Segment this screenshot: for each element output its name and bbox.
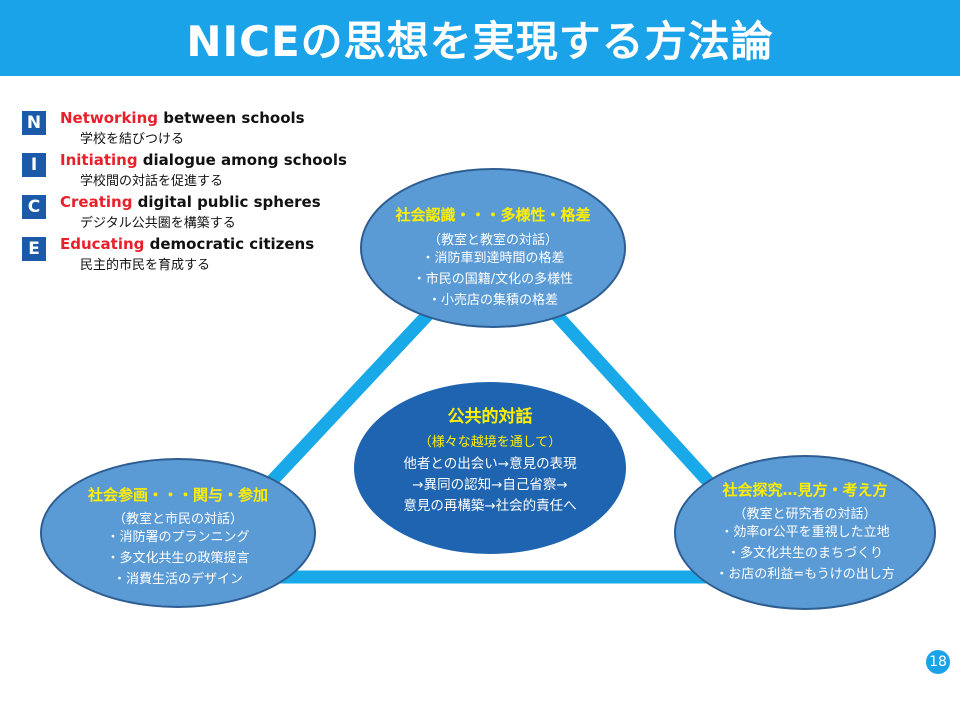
ellipse-item: ・市民の国籍/文化の多様性	[412, 272, 574, 287]
ellipse-heading: 社会探究…見方・考え方	[722, 481, 888, 499]
ellipse-item: ・小売店の集積の格差	[427, 293, 558, 308]
legend-rest: democratic citizens	[144, 235, 315, 253]
page-number-badge: 18	[926, 650, 950, 674]
legend-japanese: 民主的市民を育成する	[80, 258, 211, 273]
legend-letter-c: C	[22, 195, 46, 219]
triangle-outline	[167, 235, 810, 584]
legend-japanese: 学校間の対話を促進する	[80, 174, 224, 189]
ellipse-item: ・消防署のプランニング	[106, 530, 250, 545]
legend-keyword: Creating	[60, 193, 133, 211]
ellipse-subheading: （教室と市民の対話）	[112, 512, 243, 527]
right-ellipse-social-inquiry: 社会探究…見方・考え方 （教室と研究者の対話） ・効率or公平を重視した立地 ・…	[674, 455, 936, 610]
legend-japanese: 学校を結びつける	[80, 132, 185, 147]
top-ellipse-social-recognition: 社会認識・・・多様性・格差 （教室と教室の対話） ・消防車到達時間の格差 ・市民…	[360, 168, 626, 328]
legend-keyword: Networking	[60, 109, 158, 127]
title-bar: NICEの思想を実現する方法論	[0, 0, 960, 76]
legend-keyword: Initiating	[60, 151, 138, 169]
ellipse-item: ・お店の利益=もうけの出し方	[715, 567, 895, 582]
ellipse-item: ・消費生活のデザイン	[112, 572, 243, 587]
legend-row-e: E Educating democratic citizens 民主的市民を育成…	[22, 235, 382, 277]
legend-english: Creating digital public spheres	[60, 193, 321, 211]
legend-rest: between schools	[158, 109, 305, 127]
legend-english: Networking between schools	[60, 109, 305, 127]
legend-row-n: N Networking between schools 学校を結びつける	[22, 109, 382, 151]
legend-english: Educating democratic citizens	[60, 235, 314, 253]
left-ellipse-social-participation: 社会参画・・・関与・参加 （教室と市民の対話） ・消防署のプランニング ・多文化…	[40, 458, 316, 608]
legend-keyword: Educating	[60, 235, 145, 253]
ellipse-item: ・効率or公平を重視した立地	[720, 525, 890, 540]
legend-letter-e: E	[22, 237, 46, 261]
ellipse-heading: 社会認識・・・多様性・格差	[395, 206, 591, 224]
ellipse-item: ・多文化共生のまちづくり	[726, 546, 883, 561]
center-subheading: （様々な越境を通して）	[418, 435, 562, 450]
center-item: 他者との出会い→意見の表現	[403, 456, 577, 472]
legend-rest: digital public spheres	[132, 193, 321, 211]
legend-rest: dialogue among schools	[137, 151, 347, 169]
ellipse-subheading: （教室と研究者の対話）	[733, 507, 877, 522]
center-item: 意見の再構築→社会的責任へ	[403, 498, 577, 514]
legend-japanese: デジタル公共圏を構築する	[80, 216, 236, 231]
legend-row-i: I Initiating dialogue among schools 学校間の…	[22, 151, 382, 193]
ellipse-heading: 社会参画・・・関与・参加	[87, 486, 268, 504]
ellipse-item: ・多文化共生の政策提言	[106, 551, 250, 566]
center-item: →異同の認知→自己省察→	[412, 477, 568, 493]
page-title: NICEの思想を実現する方法論	[186, 16, 774, 66]
nice-legend: N Networking between schools 学校を結びつける I …	[22, 109, 382, 277]
ellipse-subheading: （教室と教室の対話）	[427, 233, 558, 248]
center-heading: 公共的対話	[447, 407, 533, 427]
legend-letter-i: I	[22, 153, 46, 177]
legend-letter-n: N	[22, 111, 46, 135]
center-ellipse-public-dialogue: 公共的対話 （様々な越境を通して） 他者との出会い→意見の表現 →異同の認知→自…	[354, 382, 626, 554]
ellipse-item: ・消防車到達時間の格差	[421, 251, 565, 266]
legend-english: Initiating dialogue among schools	[60, 151, 347, 169]
legend-row-c: C Creating digital public spheres デジタル公共…	[22, 193, 382, 235]
